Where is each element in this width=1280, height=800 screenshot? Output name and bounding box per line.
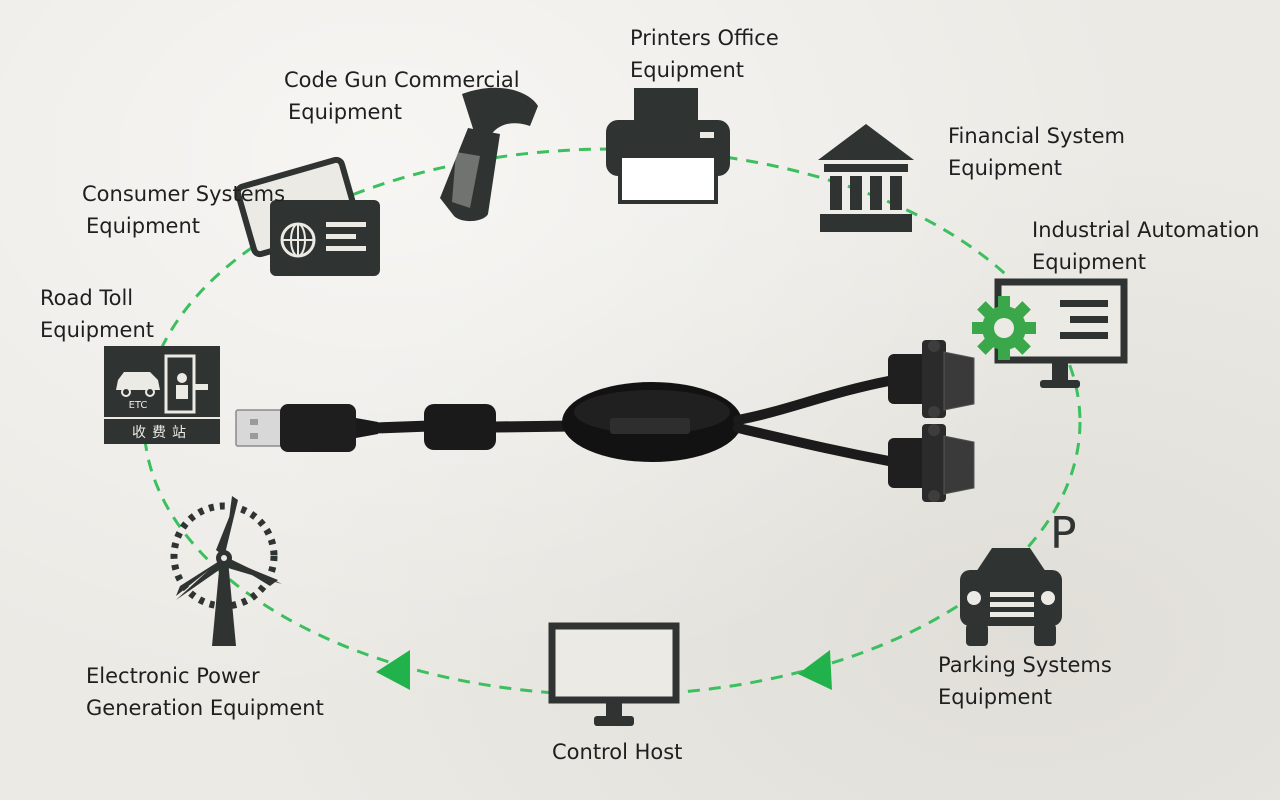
label-line: Electronic Power [86, 664, 260, 688]
label-line: Equipment [86, 214, 200, 238]
label-line: Equipment [948, 156, 1062, 180]
car-icon [960, 548, 1062, 646]
bank-icon [818, 124, 914, 232]
label-code-gun-commercial-equipment: Code Gun Commercial Equipment [284, 64, 520, 128]
svg-text:收费站: 收费站 [132, 425, 192, 441]
label-line: Parking Systems [938, 653, 1112, 677]
printer-icon [606, 88, 730, 204]
cable-usb-side [370, 420, 436, 434]
label-financial-system-equipment: Financial System Equipment [948, 120, 1125, 184]
cable-branch-upper [733, 375, 899, 425]
label-line: Road Toll [40, 286, 134, 310]
label-line: Equipment [630, 58, 744, 82]
toll-booth-icon: ETC 收费站 [104, 346, 220, 444]
label-line: Equipment [40, 318, 154, 342]
wind-turbine-icon [170, 496, 282, 646]
label-consumer-systems-equipment: Consumer Systems Equipment [82, 178, 285, 242]
parking-sign: P [1050, 508, 1077, 559]
ferrite-bead [424, 404, 496, 450]
label-line: Consumer Systems [82, 182, 286, 206]
label-line: Printers Office [630, 26, 779, 50]
label-line: Control Host [552, 740, 683, 764]
label-line: Equipment [288, 100, 402, 124]
label-line: Industrial Automation [1032, 218, 1260, 242]
usb-plug-body [280, 404, 356, 452]
label-road-toll-equipment: Road Toll Equipment [40, 282, 154, 346]
usb-plug-metal [235, 409, 283, 447]
label-line: Code Gun Commercial [284, 68, 520, 92]
card-icon [234, 156, 380, 276]
loop-arrow-left [376, 650, 410, 690]
gear-icon [972, 296, 1036, 360]
label-electronic-power-generation-equipment: Electronic Power Generation Equipment [86, 660, 324, 724]
label-parking-systems-equipment: Parking Systems Equipment [938, 649, 1112, 713]
label-line: Generation Equipment [86, 696, 324, 720]
label-control-host: Control Host [552, 736, 682, 768]
gear-monitor-icon [972, 278, 1128, 388]
monitor-icon [548, 622, 680, 726]
label-line: Financial System [948, 124, 1125, 148]
label-printers-office-equipment: Printers Office Equipment [630, 22, 779, 86]
svg-text:ETC: ETC [129, 400, 148, 411]
barcode-scanner-icon [440, 87, 538, 222]
loop-arrow-right [798, 650, 832, 690]
label-line: Equipment [938, 685, 1052, 709]
label-line: Equipment [1032, 250, 1146, 274]
usb-to-dual-serial-cable [235, 340, 975, 502]
label-industrial-automation-equipment: Industrial Automation Equipment [1032, 214, 1259, 278]
db9-connector-upper [888, 340, 975, 418]
cable-branch-lower [733, 423, 899, 467]
db9-connector-lower [888, 424, 975, 502]
